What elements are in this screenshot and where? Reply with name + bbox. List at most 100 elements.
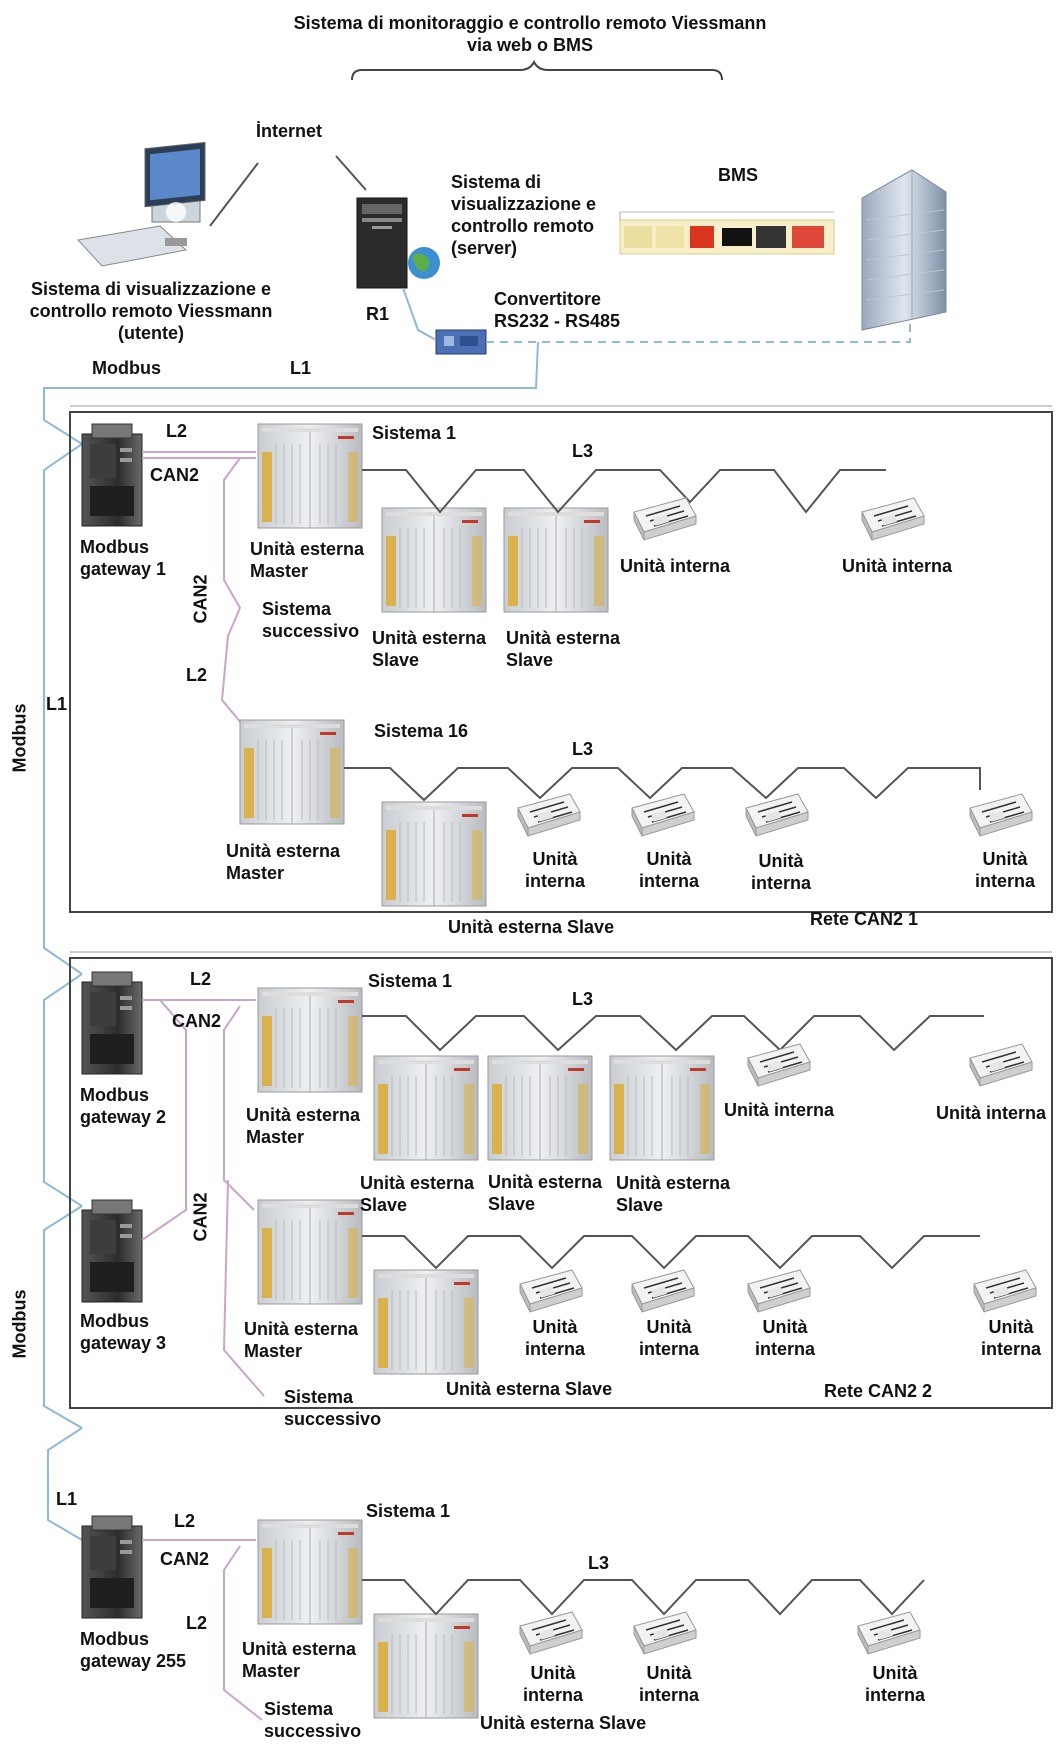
outdoor-slave-icon (381, 801, 487, 907)
refrigerant-line (362, 1235, 980, 1270)
gateway-2-icon (81, 971, 143, 1075)
can2-vertical-label: CAN2 (190, 1192, 211, 1242)
r1-label: R1 (366, 304, 390, 324)
server-label: Sistema di visualizzazione e controllo r… (451, 172, 597, 258)
gateway-255-label: Modbus gateway 255 (80, 1629, 187, 1671)
l3-label: L3 (572, 441, 594, 461)
system-label: Sistema 1 (372, 423, 457, 443)
outdoor-slave-label: Unità esterna Slave (506, 628, 621, 670)
l2-label: L2 (174, 1511, 196, 1531)
modbus-side-label: Modbus (9, 1289, 30, 1359)
network-label: Rete CAN2 1 (810, 909, 919, 929)
outdoor-slave-icon (373, 1613, 479, 1719)
can2-link (141, 999, 187, 1241)
modbus-label: Modbus (92, 358, 161, 378)
gateway-2-label: Modbus gateway 2 (80, 1085, 167, 1127)
indoor-unit-label: Unità interna (724, 1100, 835, 1120)
outdoor-slave-icon (373, 1055, 479, 1161)
bms-dashed-link (486, 322, 911, 343)
l1-label: L1 (46, 694, 68, 714)
next-system-label: Sistema successivo (264, 1699, 362, 1741)
indoor-unit-icon (973, 1269, 1037, 1313)
system-label: Sistema 16 (374, 721, 469, 741)
gateway-255-icon (81, 1515, 143, 1619)
indoor-unit-icon (747, 1269, 811, 1313)
outdoor-slave-label: Unità esterna Slave (480, 1713, 647, 1733)
next-system-label: Sistema successivo (284, 1387, 382, 1429)
outdoor-slave-icon (373, 1269, 479, 1375)
converter-label: Convertitore RS232 - RS485 (494, 289, 621, 331)
indoor-unit-icon (631, 1269, 695, 1313)
indoor-unit-label: Unità interna (864, 1663, 925, 1705)
indoor-unit-label: Unità interna (974, 849, 1035, 891)
l3-label: L3 (572, 989, 594, 1009)
system-label: Sistema 1 (368, 971, 453, 991)
bms-panel (619, 211, 835, 255)
outdoor-master-label: Unità esterna Master (246, 1105, 361, 1147)
can2-chain (223, 1545, 263, 1721)
can2-chain (222, 1005, 265, 1397)
can2-link (142, 451, 256, 459)
bms-label: BMS (718, 165, 758, 185)
indoor-unit-label: Unità interna (522, 1663, 583, 1705)
l3-label: L3 (572, 739, 594, 759)
l1-label: L1 (56, 1489, 78, 1509)
indoor-unit-label: Unità interna (620, 556, 731, 576)
can2-label: CAN2 (160, 1549, 210, 1569)
system-label: Sistema 1 (366, 1501, 451, 1521)
indoor-unit-label: Unità interna (524, 849, 585, 891)
refrigerant-line (362, 1015, 984, 1052)
internet-link-right (335, 155, 367, 191)
refrigerant-line (362, 1579, 925, 1616)
page-title: Sistema di monitoraggio e controllo remo… (293, 13, 767, 55)
outdoor-slave-icon (609, 1055, 715, 1161)
outdoor-slave-label: Unità esterna Slave (488, 1172, 603, 1214)
l1-label: L1 (290, 358, 312, 378)
l2-label: L2 (190, 969, 212, 989)
next-system-label: Sistema successivo (262, 599, 360, 641)
indoor-unit-icon (631, 793, 695, 837)
outdoor-slave-icon (381, 507, 487, 613)
indoor-unit-label: Unità interna (638, 849, 699, 891)
indoor-unit-label: Unità interna (754, 1317, 815, 1359)
outdoor-slave-label: Unità esterna Slave (616, 1173, 731, 1215)
outdoor-slave-label: Unità esterna Slave (446, 1379, 613, 1399)
indoor-unit-label: Unità interna (936, 1103, 1047, 1123)
network-frame-1 (69, 411, 1053, 913)
header-brace (351, 59, 723, 81)
indoor-unit-icon (517, 793, 581, 837)
l2-label: L2 (186, 665, 208, 685)
outdoor-slave-icon (487, 1055, 593, 1161)
user-computer-icon (77, 141, 206, 267)
outdoor-slave-label: Unità esterna Slave (372, 628, 487, 670)
indoor-unit-icon (969, 793, 1033, 837)
can2-chain (220, 457, 243, 725)
outdoor-master-icon (257, 423, 363, 529)
indoor-unit-icon (633, 1611, 697, 1655)
internet-label: İnternet (256, 121, 323, 141)
internet-link-left (209, 162, 259, 227)
gateway-1-label: Modbus gateway 1 (80, 537, 167, 579)
indoor-unit-icon (745, 793, 809, 837)
outdoor-master-icon (257, 1519, 363, 1625)
refrigerant-line (344, 767, 981, 802)
l3-label: L3 (588, 1553, 610, 1573)
modbus-bus (43, 341, 539, 1541)
outdoor-master-icon (257, 987, 363, 1093)
gateway-3-icon (81, 1199, 143, 1303)
l2-label: L2 (166, 421, 188, 441)
network-frame-2 (69, 957, 1053, 1409)
gateway-1-icon (81, 423, 143, 527)
indoor-unit-icon (861, 497, 925, 541)
outdoor-master-label: Unità esterna Master (250, 539, 365, 581)
user-system-label: Sistema di visualizzazione e controllo r… (29, 279, 273, 343)
gateway-3-label: Modbus gateway 3 (80, 1311, 167, 1353)
outdoor-slave-label: Unità esterna Slave (360, 1173, 475, 1215)
refrigerant-line (362, 469, 886, 514)
indoor-unit-icon (633, 497, 697, 541)
indoor-unit-label: Unità interna (524, 1317, 585, 1359)
can2-label: CAN2 (172, 1011, 222, 1031)
indoor-unit-label: Unità interna (980, 1317, 1041, 1359)
can2-vertical-label: CAN2 (190, 574, 211, 624)
